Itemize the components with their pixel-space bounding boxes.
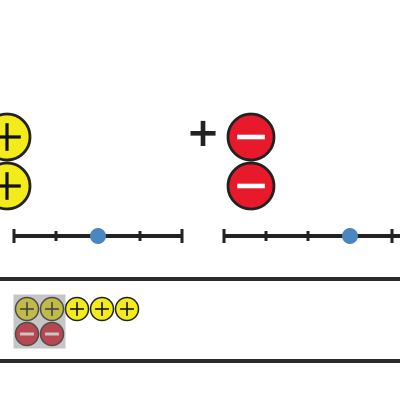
tray-token[interactable] (114, 296, 140, 322)
slider-knob[interactable] (90, 228, 106, 244)
tray-token[interactable] (89, 296, 115, 322)
slider-knob[interactable] (342, 228, 358, 244)
right-token[interactable] (226, 161, 276, 211)
left-token[interactable] (0, 112, 32, 162)
right-token[interactable] (226, 112, 276, 162)
right-number-line-slider[interactable] (222, 228, 400, 244)
left-number-line-slider[interactable] (12, 228, 184, 244)
left-token[interactable] (0, 161, 32, 211)
tray-token[interactable] (14, 296, 40, 322)
tray-token[interactable] (39, 321, 65, 347)
tray-token[interactable] (39, 296, 65, 322)
paired-selection-highlight (13, 294, 66, 349)
tray-token-collection[interactable] (13, 294, 140, 349)
minus-icon (45, 332, 59, 336)
minus-icon (237, 134, 265, 140)
minus-icon (20, 332, 34, 336)
tray-token[interactable] (64, 296, 90, 322)
right-token-group[interactable] (226, 112, 276, 211)
tray-token[interactable] (14, 321, 40, 347)
plus-operator: + (186, 110, 220, 156)
minus-icon (237, 183, 265, 189)
left-token-group[interactable] (0, 112, 32, 211)
